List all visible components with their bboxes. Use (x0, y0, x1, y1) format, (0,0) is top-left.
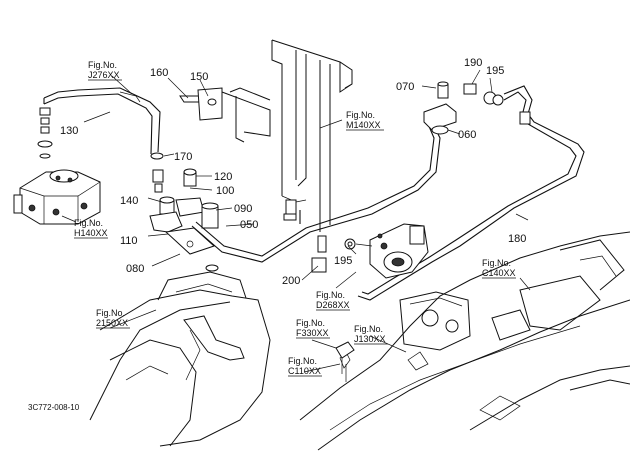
vertical-bracket (271, 39, 353, 232)
clamp-150-160 (179, 87, 271, 143)
label-190: 190 (464, 57, 482, 69)
label-195-upper: 195 (486, 65, 504, 77)
figref-j130-code: J130XX (354, 334, 386, 344)
label-170: 170 (174, 151, 192, 163)
label-080: 080 (126, 263, 144, 275)
pipe-050 (191, 121, 441, 263)
label-100: 100 (216, 185, 234, 197)
figref-2150-code: 2150XX (96, 318, 128, 328)
figref-h140: Fig.No. H140XX (74, 218, 108, 239)
label-120: 120 (214, 171, 232, 183)
figref-c110-code: C110XX (288, 366, 321, 376)
drawing-code: 3C772-008-10 (28, 403, 80, 412)
figref-c110: Fig.No. C110XX (288, 356, 322, 377)
figref-c140-title: Fig.No. (482, 258, 511, 268)
label-060: 060 (458, 129, 476, 141)
figref-j130-title: Fig.No. (354, 324, 383, 334)
figref-h140-code: H140XX (74, 228, 108, 238)
figref-d268-code: D268XX (316, 300, 350, 310)
valve-assembly (311, 223, 429, 279)
figref-m140-title: Fig.No. (346, 110, 375, 120)
figref-h140-title: Fig.No. (74, 218, 103, 228)
figref-2150: Fig.No. 2150XX (96, 308, 130, 329)
fitting-130-end (37, 107, 53, 159)
fitting-f330 (335, 341, 355, 374)
label-110: 110 (120, 235, 138, 247)
label-160: 160 (150, 67, 168, 79)
label-180: 180 (508, 233, 526, 245)
figref-m140-code: M140XX (346, 120, 381, 130)
pipe-180 (357, 83, 585, 301)
rear-body (299, 231, 630, 451)
label-150: 150 (190, 71, 208, 83)
steering-unit (13, 169, 101, 225)
front-body (89, 271, 271, 447)
figref-d268: Fig.No. D268XX (316, 290, 350, 311)
figref-j276-code: J276XX (88, 70, 120, 80)
figref-f330-code: F330XX (296, 328, 329, 338)
label-200: 200 (282, 275, 300, 287)
figref-d268-title: Fig.No. (316, 290, 345, 300)
label-070: 070 (396, 81, 414, 93)
figref-j276-title: Fig.No. (88, 60, 117, 70)
figref-m140: Fig.No. M140XX (346, 110, 384, 131)
pipe-130 (43, 87, 161, 155)
figref-2150-title: Fig.No. (96, 308, 125, 318)
figref-c110-title: Fig.No. (288, 356, 317, 366)
label-195-lower: 195 (334, 255, 352, 267)
figref-c140-code: C140XX (482, 268, 516, 278)
fitting-060-070 (423, 81, 457, 135)
label-050: 050 (240, 219, 258, 231)
figref-j276: Fig.No. J276XX (88, 60, 122, 81)
figref-f330-title: Fig.No. (296, 318, 325, 328)
label-130: 130 (60, 125, 78, 137)
figref-f330: Fig.No. F330XX (296, 318, 330, 339)
label-090: 090 (234, 203, 252, 215)
figref-c140: Fig.No. C140XX (482, 258, 516, 279)
fitting-stack (149, 152, 219, 272)
figref-j130: Fig.No. J130XX (354, 324, 388, 345)
label-140: 140 (120, 195, 138, 207)
leader-lines (61, 69, 531, 373)
